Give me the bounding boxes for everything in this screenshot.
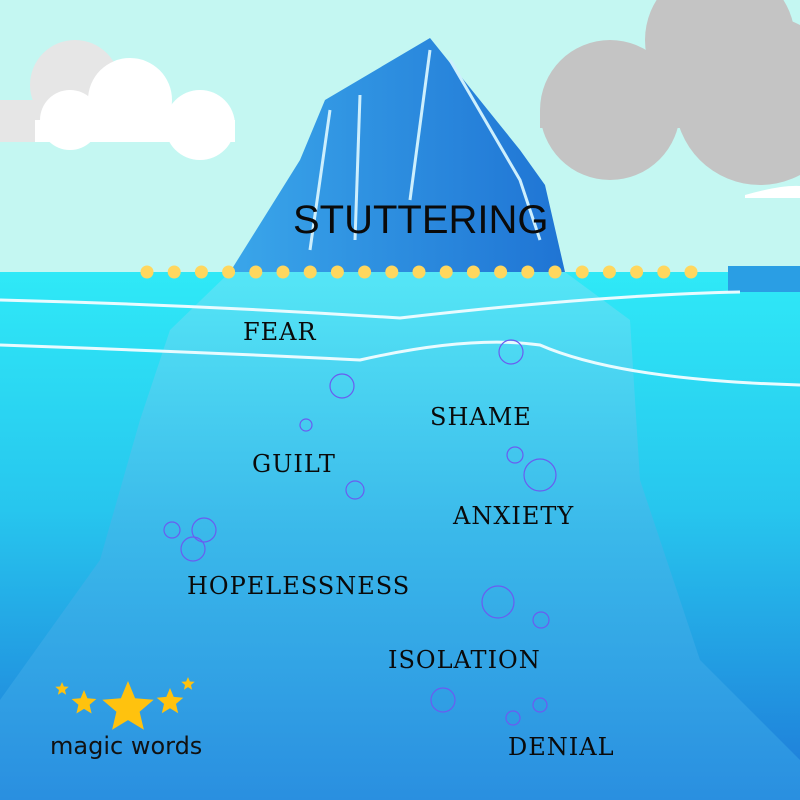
star-icon: [55, 682, 69, 695]
iceberg-highlights: [308, 49, 542, 251]
star-icons: [55, 677, 195, 730]
label-anxiety: ANXIETY: [453, 502, 575, 530]
waterline-dot: [602, 265, 616, 279]
star-icon: [156, 688, 184, 714]
waterline-dot: [194, 265, 208, 279]
bubbles: [163, 339, 557, 726]
waterline-dot: [412, 265, 426, 279]
waterline-dot: [466, 265, 480, 279]
waterline-dot: [684, 265, 698, 279]
cloud-gray: [540, 0, 800, 185]
waterline-dot: [548, 265, 562, 279]
wave-line: [0, 290, 741, 320]
label-fear: FEAR: [243, 318, 317, 346]
waterline-dot: [630, 265, 644, 279]
label-guilt: GUILT: [252, 450, 336, 478]
waterline-dot: [521, 265, 535, 279]
cloud-white: [0, 40, 235, 160]
waterline-dot: [303, 265, 317, 279]
wave-line: [0, 340, 800, 387]
cloud-streak: [745, 185, 800, 198]
waterline-dot: [657, 265, 671, 279]
iceberg-underwater: [0, 272, 800, 800]
waterline-dot: [358, 265, 372, 279]
star-icon: [71, 690, 97, 714]
waterline-dot: [330, 265, 344, 279]
waterline-dot: [494, 265, 508, 279]
label-hopelessness: HOPELESSNESS: [187, 572, 411, 600]
waterline-dot: [276, 265, 290, 279]
waterline-dots: [140, 265, 698, 279]
waterline-dot: [167, 265, 181, 279]
label-denial: DENIAL: [508, 733, 615, 761]
star-icon: [181, 677, 195, 690]
waterline-dot: [439, 265, 453, 279]
waterline-dot: [385, 265, 399, 279]
iceberg-title: STUTTERING: [293, 198, 549, 242]
waterline-dot: [140, 265, 154, 279]
waterline-dot: [575, 265, 589, 279]
ice-floe: [728, 266, 800, 292]
logo-text: magic words: [50, 732, 203, 760]
label-isolation: ISOLATION: [388, 646, 541, 674]
waterline-dot: [249, 265, 263, 279]
waterline-dot: [222, 265, 236, 279]
star-icon: [102, 681, 154, 730]
label-shame: SHAME: [430, 403, 532, 431]
